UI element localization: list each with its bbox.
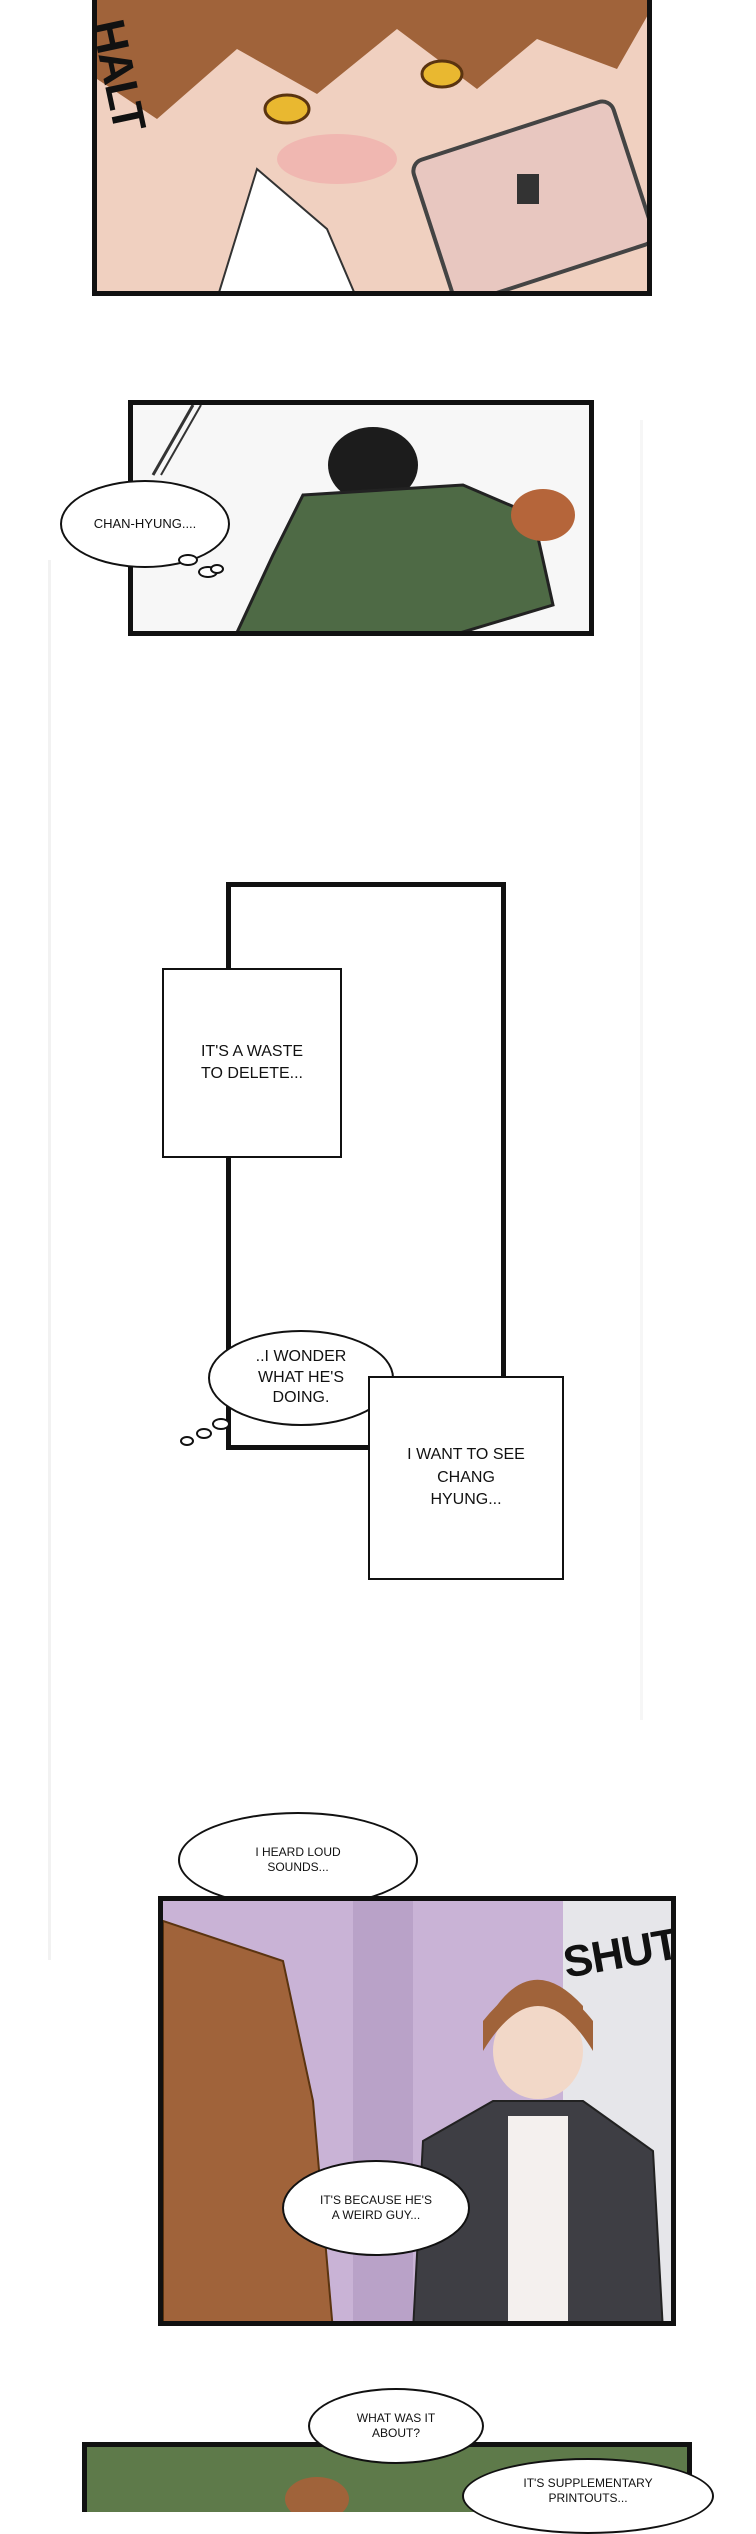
speech-bubble: I HEARD LOUD SOUNDS... xyxy=(178,1812,418,1908)
caption-text: I WANT TO SEE CHANG HYUNG... xyxy=(407,1446,525,1509)
thought-dot xyxy=(180,1436,194,1446)
caption-box: IT'S A WASTE TO DELETE... xyxy=(162,968,342,1158)
caption-box: I WANT TO SEE CHANG HYUNG... xyxy=(368,1376,564,1580)
thought-bubble: ..I WONDER WHAT HE'S DOING. xyxy=(208,1330,394,1426)
panel-green-jacket xyxy=(128,400,594,636)
bubble-text: CHAN-HYUNG.... xyxy=(93,515,197,531)
thought-dot xyxy=(178,554,198,566)
face-closeup-illustration xyxy=(97,0,647,291)
green-jacket-illustration xyxy=(133,405,589,631)
bubble-text: IT'S SUPPLEMENTARY PRINTOUTS... xyxy=(523,2476,653,2505)
background-stroke xyxy=(640,420,643,1720)
speech-bubble: WHAT WAS IT ABOUT? xyxy=(308,2388,484,2464)
bubble-text: I HEARD LOUD SOUNDS... xyxy=(255,1845,341,1874)
thought-dot xyxy=(212,1418,230,1430)
panel-face-closeup: HALT xyxy=(92,0,652,296)
bubble-text: IT'S BECAUSE HE'S A WEIRD GUY... xyxy=(320,2193,432,2222)
speech-bubble: CHAN-HYUNG.... xyxy=(60,480,230,568)
speech-bubble: IT'S SUPPLEMENTARY PRINTOUTS... xyxy=(462,2458,714,2534)
caption-text: IT'S A WASTE TO DELETE... xyxy=(200,1042,304,1082)
bubble-text: WHAT WAS IT ABOUT? xyxy=(356,2411,436,2440)
panel-hallway: SHUT xyxy=(158,1896,676,2326)
thought-dot xyxy=(196,1428,212,1439)
speech-bubble: IT'S BECAUSE HE'S A WEIRD GUY... xyxy=(282,2160,470,2256)
thought-dot xyxy=(210,564,224,574)
background-stroke xyxy=(48,560,51,1960)
bubble-text: ..I WONDER WHAT HE'S DOING. xyxy=(255,1347,347,1407)
